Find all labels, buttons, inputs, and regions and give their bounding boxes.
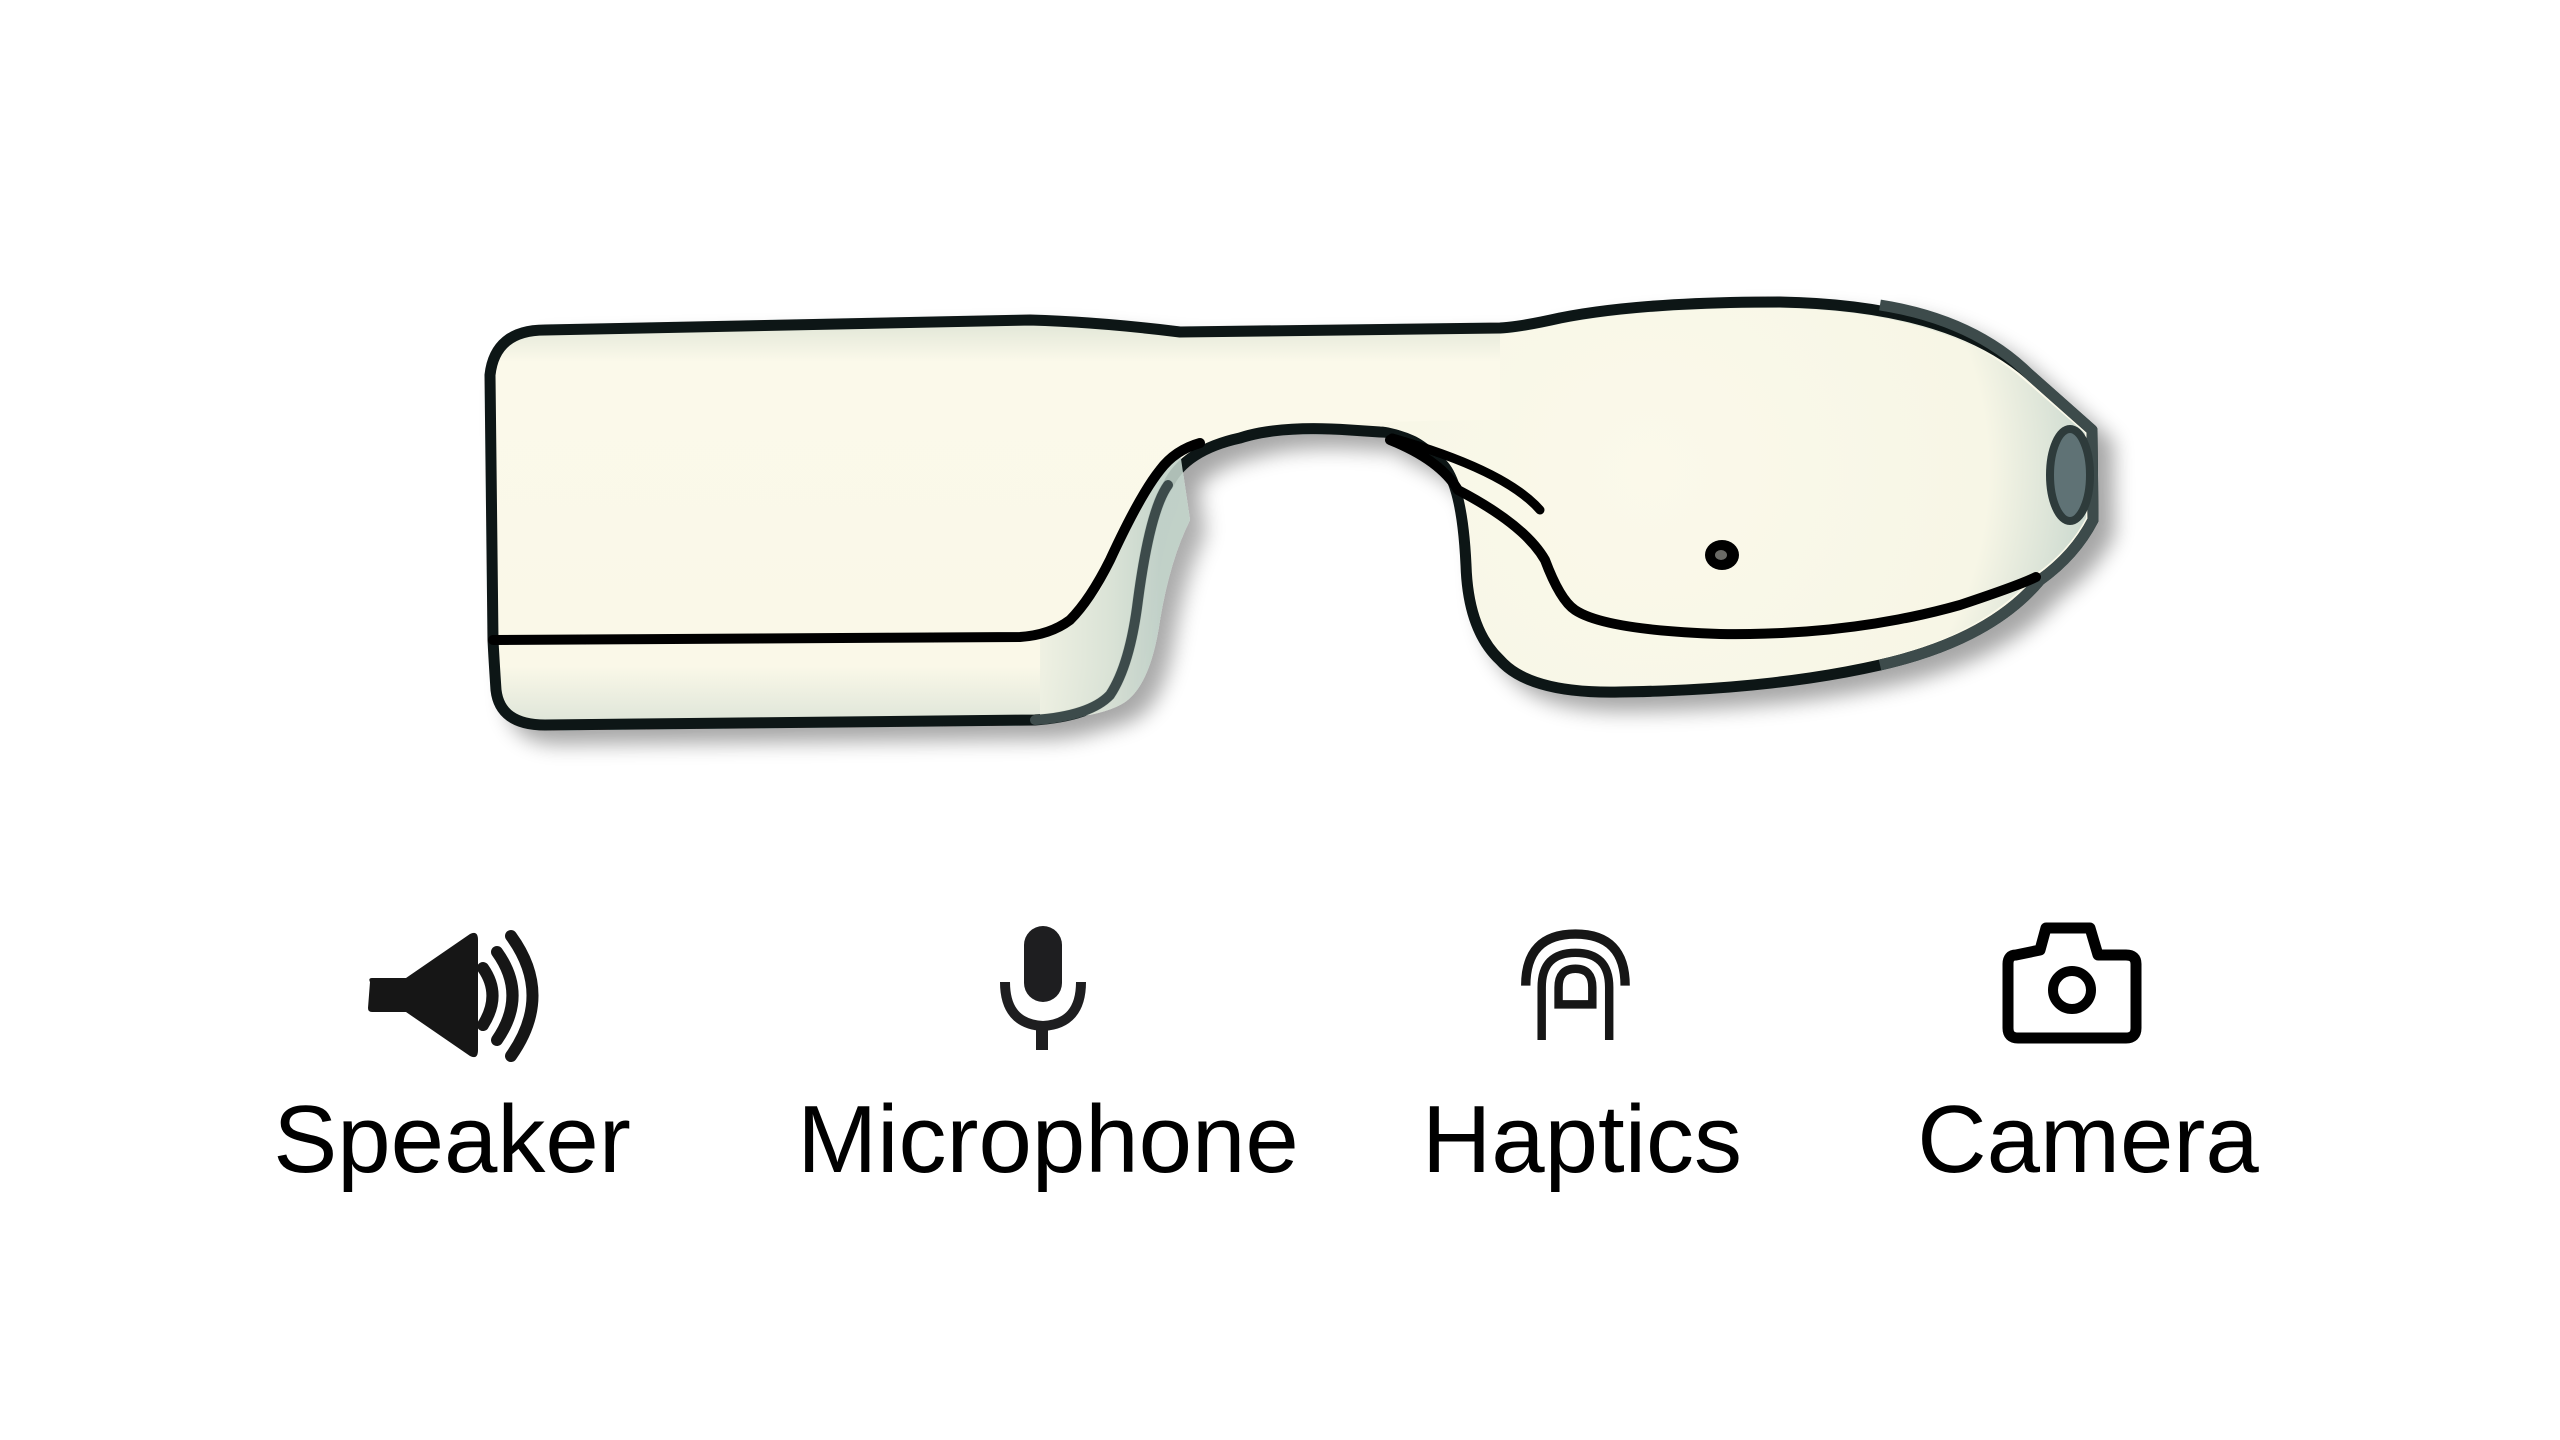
feature-microphone: Microphone bbox=[768, 920, 1328, 1188]
smart-glasses-illustration bbox=[484, 296, 2099, 731]
feature-haptics: Haptics bbox=[1302, 920, 1862, 1188]
microphone-icon bbox=[1000, 926, 1086, 1050]
feature-speaker: Speaker bbox=[172, 920, 732, 1188]
glasses-body bbox=[484, 296, 2099, 731]
camera-lens bbox=[2046, 425, 2094, 525]
camera-icon bbox=[2002, 922, 2142, 1044]
haptics-finger-icon bbox=[1521, 929, 1630, 1040]
glasses-lower-curve bbox=[1385, 435, 2041, 640]
feature-label-camera: Camera bbox=[1917, 1086, 2259, 1193]
glasses-head-shade bbox=[1350, 308, 2086, 687]
glasses-seam-line bbox=[488, 438, 1205, 645]
feature-camera: Camera bbox=[1808, 920, 2368, 1188]
feature-label-speaker: Speaker bbox=[273, 1086, 631, 1193]
feature-label-haptics: Haptics bbox=[1421, 1086, 1743, 1193]
speaker-icon bbox=[368, 930, 539, 1062]
feature-label-microphone: Microphone bbox=[797, 1086, 1299, 1193]
